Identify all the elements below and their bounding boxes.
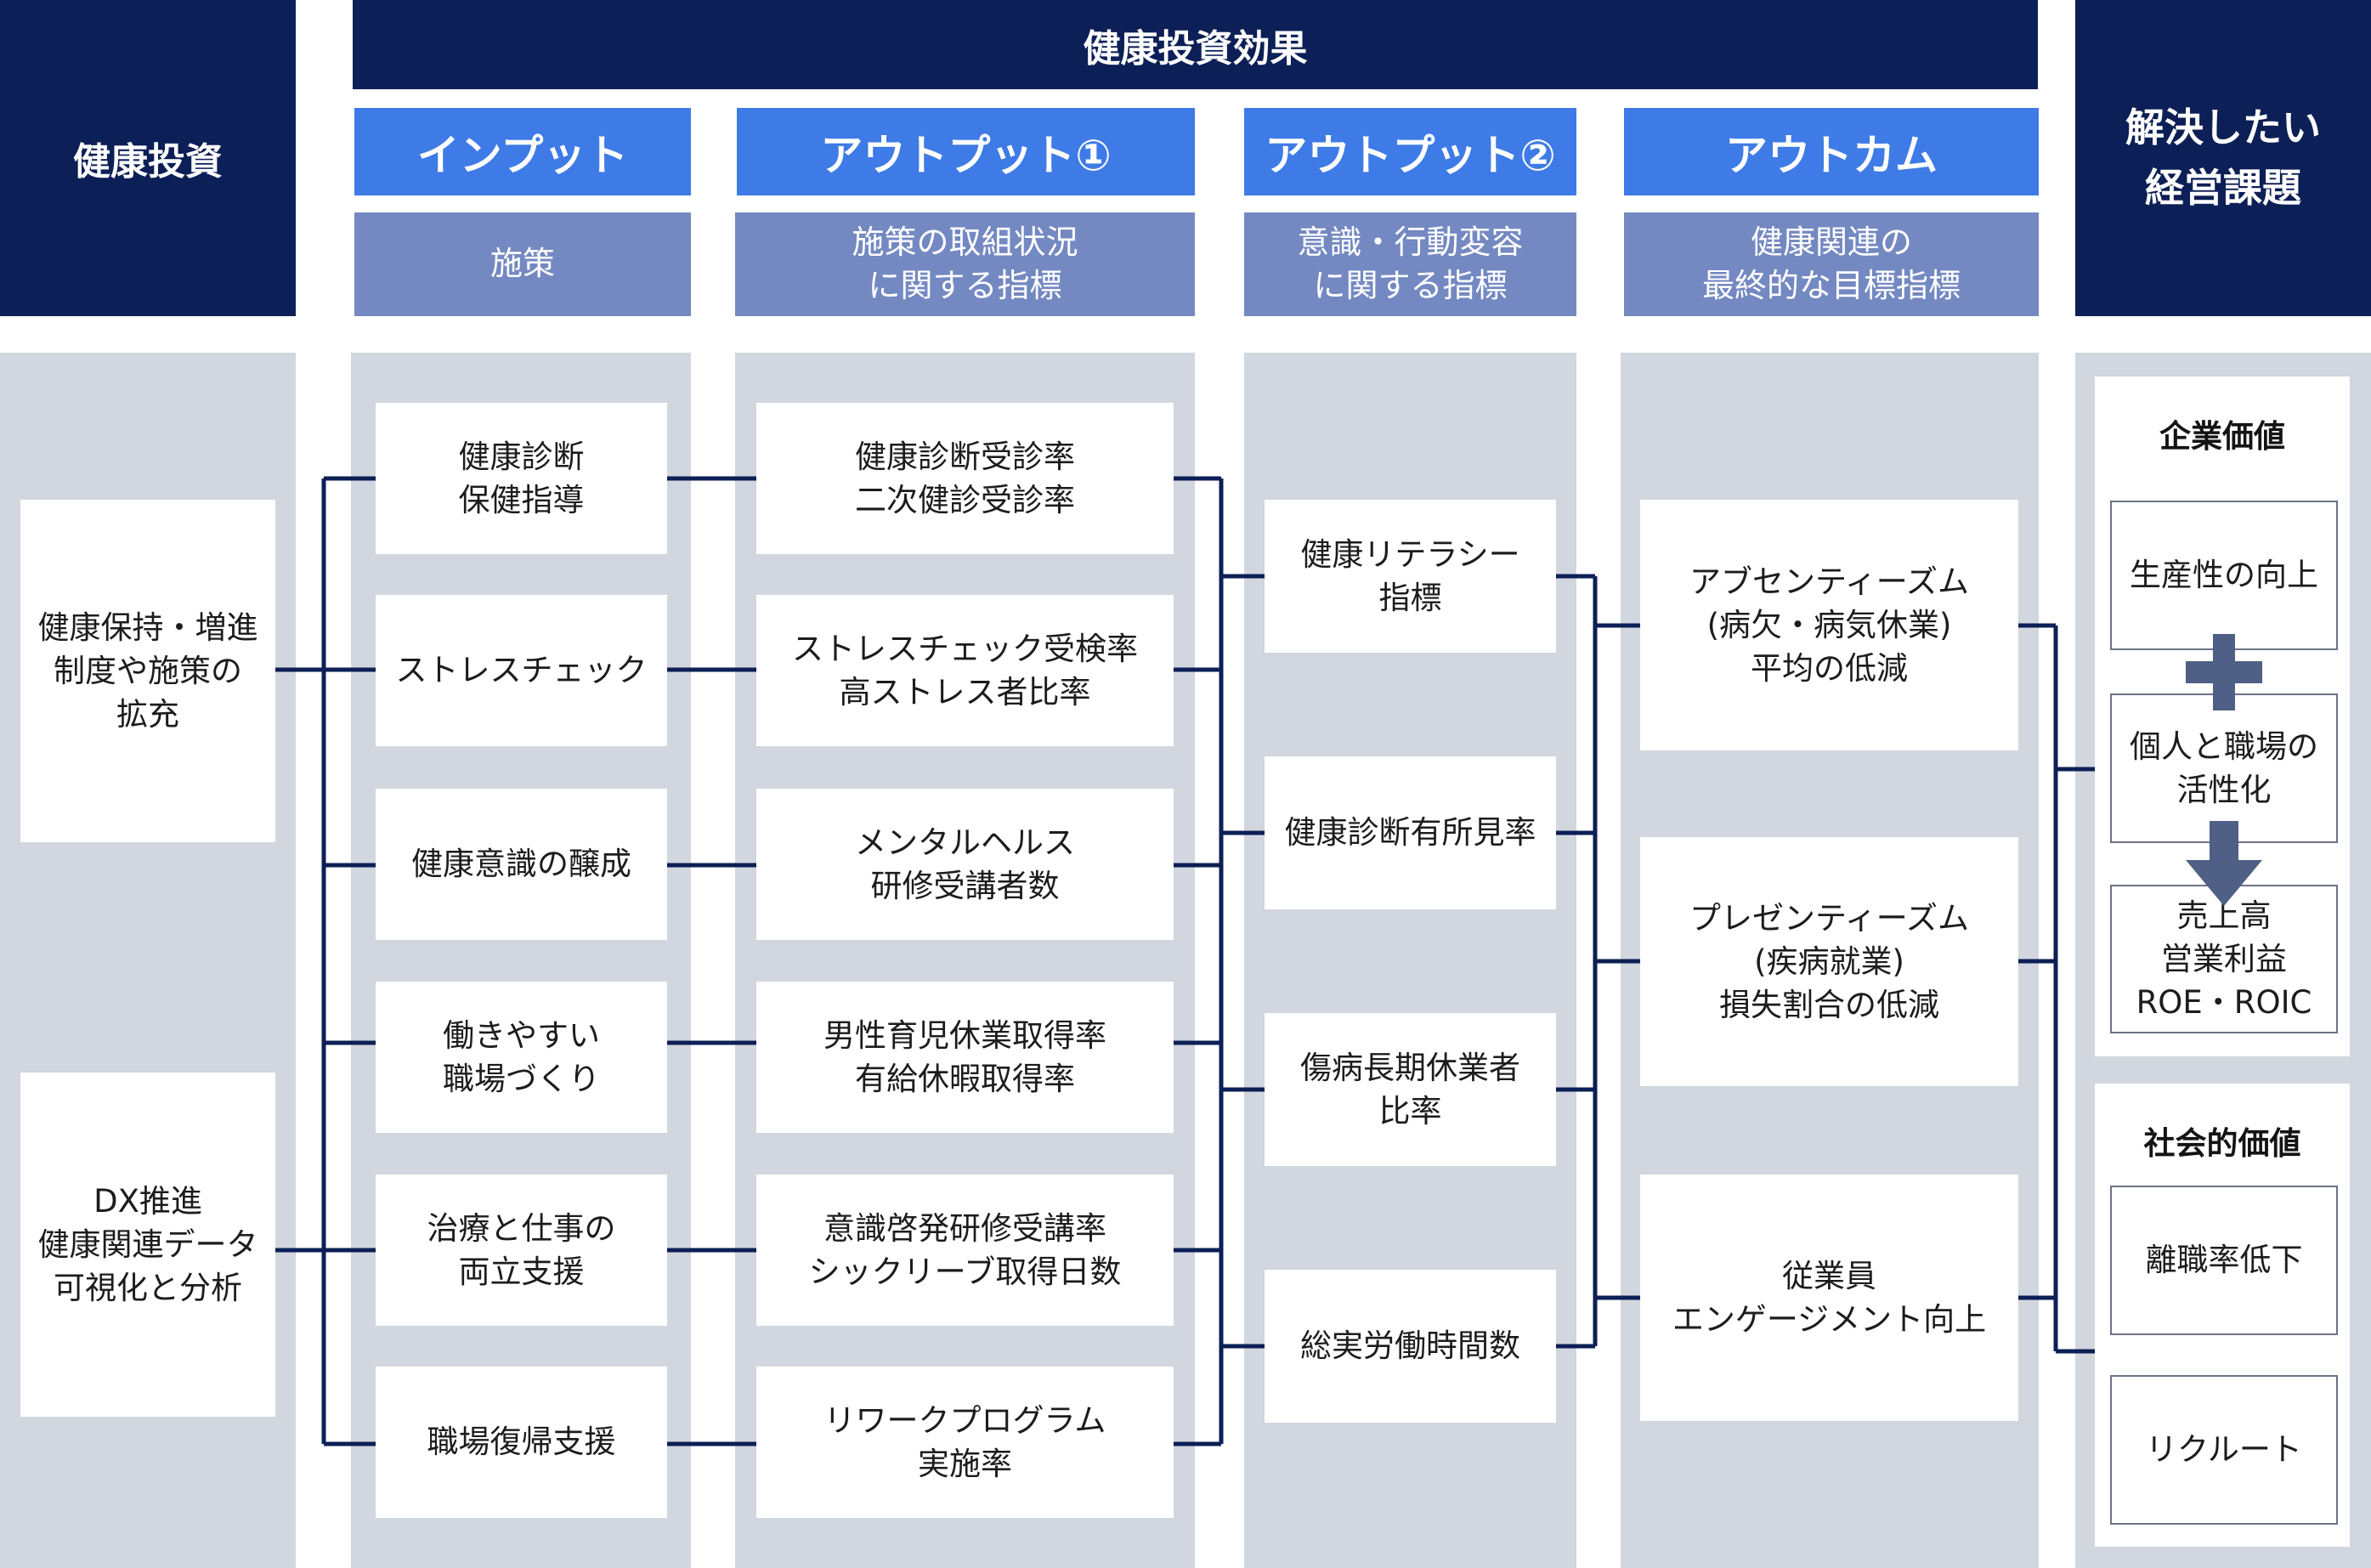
- column-sub-output1: 施策の取組状況 に関する指標: [735, 212, 1195, 316]
- social-value-item: リクルート: [2110, 1375, 2338, 1525]
- column-input: [351, 353, 691, 1568]
- column-sub-outcome: 健康関連の 最終的な目標指標: [1624, 212, 2039, 316]
- output2-item: 総実労働時間数: [1265, 1270, 1556, 1423]
- outcome-item: 従業員 エンゲージメント向上: [1640, 1175, 2018, 1421]
- investment-item: DX推進 健康関連データ 可視化と分析: [20, 1073, 275, 1417]
- social-value-title: 社会的価値: [2143, 1125, 2301, 1162]
- column-title-output2: アウトプット②: [1244, 108, 1576, 195]
- input-item: ストレスチェック: [376, 595, 667, 746]
- output1-item: 健康診断受診率 二次健診受診率: [756, 403, 1174, 554]
- output1-item: 意識啓発研修受講率 シックリーブ取得日数: [756, 1175, 1174, 1326]
- column-sub-input: 施策: [354, 212, 691, 316]
- output2-item: 健康診断有所見率: [1265, 756, 1556, 909]
- input-item: 治療と仕事の 両立支援: [376, 1175, 667, 1326]
- corporate-value-title: 企業価値: [2159, 418, 2285, 455]
- input-item: 健康意識の醸成: [376, 789, 667, 940]
- output1-item: ストレスチェック受検率 高ストレス者比率: [756, 595, 1174, 746]
- input-item: 働きやすい 職場づくり: [376, 982, 667, 1133]
- investment-item: 健康保持・増進 制度や施策の 拡充: [20, 500, 275, 842]
- plus-icon: [2186, 634, 2262, 710]
- column-title-output1: アウトプット①: [737, 108, 1195, 195]
- output1-item: 男性育児休業取得率 有給休暇取得率: [756, 982, 1174, 1133]
- output2-item: 傷病長期休業者 比率: [1265, 1013, 1556, 1166]
- output1-item: メンタルヘルス 研修受講者数: [756, 789, 1174, 940]
- arrow-down-icon: [2186, 821, 2262, 906]
- column-output1: [735, 353, 1195, 1568]
- social-value-item: 離職率低下: [2110, 1186, 2338, 1335]
- column-title-input: インプット: [354, 108, 691, 195]
- column-title-outcome: アウトカム: [1624, 108, 2039, 195]
- header-issue: 解決したい 経営課題: [2075, 0, 2371, 316]
- corporate-value-item: 生産性の向上: [2110, 501, 2338, 650]
- input-item: 職場復帰支援: [376, 1367, 667, 1518]
- input-item: 健康診断 保健指導: [376, 403, 667, 554]
- column-sub-output2: 意識・行動変容 に関する指標: [1244, 212, 1576, 316]
- outcome-item: プレゼンティーズム (疾病就業) 損失割合の低減: [1640, 837, 2018, 1086]
- header-investment: 健康投資: [0, 0, 296, 316]
- header-effect: 健康投資効果: [353, 0, 2038, 89]
- output2-item: 健康リテラシー 指標: [1265, 500, 1556, 653]
- output1-item: リワークプログラム 実施率: [756, 1367, 1174, 1518]
- corporate-value-item: 売上高 営業利益 ROE・ROIC: [2110, 885, 2338, 1033]
- outcome-item: アブセンティーズム (病欠・病気休業) 平均の低減: [1640, 500, 2018, 750]
